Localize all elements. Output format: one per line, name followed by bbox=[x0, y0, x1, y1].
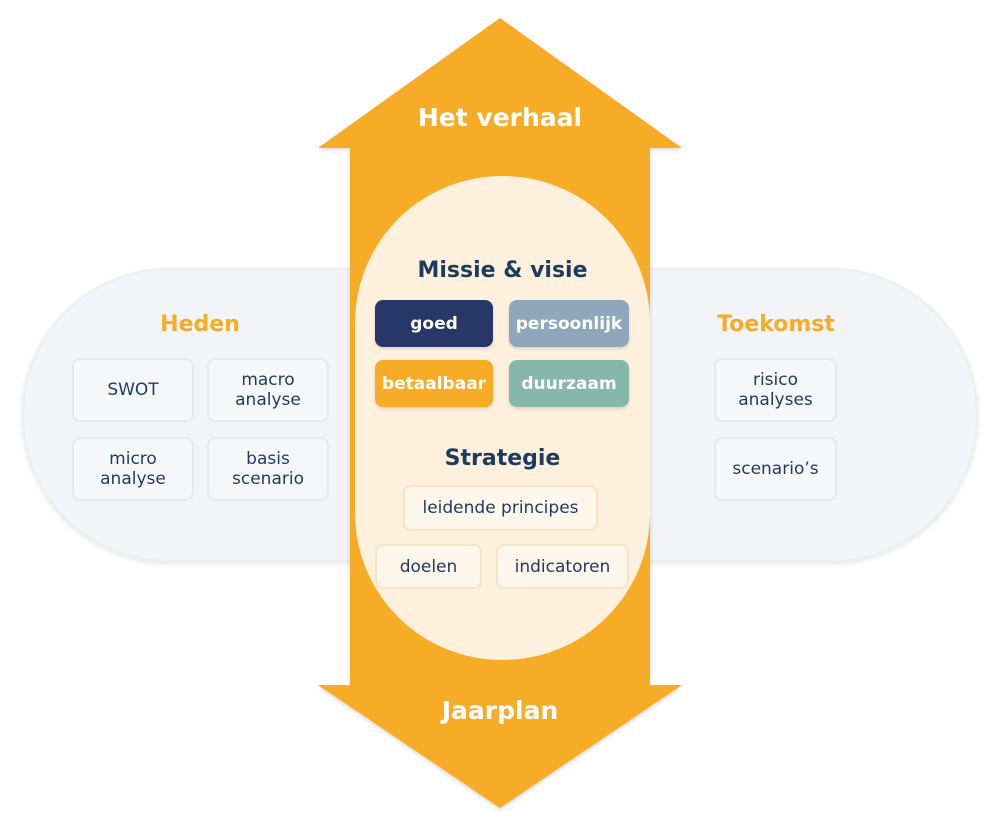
arrow-bottom-label: Jaarplan bbox=[441, 696, 559, 725]
toekomst-title: Toekomst bbox=[717, 312, 835, 337]
chip-duurzaam: duurzaam bbox=[509, 360, 629, 407]
chip-persoonlijk: persoonlijk bbox=[509, 300, 629, 347]
strategie-card-leidende-principes: leidende principes bbox=[403, 485, 598, 531]
heden-title: Heden bbox=[160, 312, 240, 337]
heden-card-basis-scenario: basis scenario bbox=[207, 437, 329, 501]
heden-card-macro-analyse: macro analyse bbox=[207, 358, 329, 422]
strategie-card-doelen: doelen bbox=[375, 544, 482, 589]
toekomst-card-risico-analyses: risico analyses bbox=[714, 358, 837, 422]
strategie-title: Strategie bbox=[444, 446, 561, 471]
heden-card-swot: SWOT bbox=[72, 358, 194, 422]
toekomst-card-scenarios: scenario’s bbox=[714, 437, 837, 501]
strategie-card-indicatoren: indicatoren bbox=[496, 544, 629, 589]
chip-betaalbaar: betaalbaar bbox=[375, 360, 493, 407]
missie-visie-title: Missie & visie bbox=[417, 258, 588, 283]
chip-goed: goed bbox=[375, 300, 493, 347]
arrow-top-label: Het verhaal bbox=[417, 103, 583, 132]
heden-card-micro-analyse: micro analyse bbox=[72, 437, 194, 501]
